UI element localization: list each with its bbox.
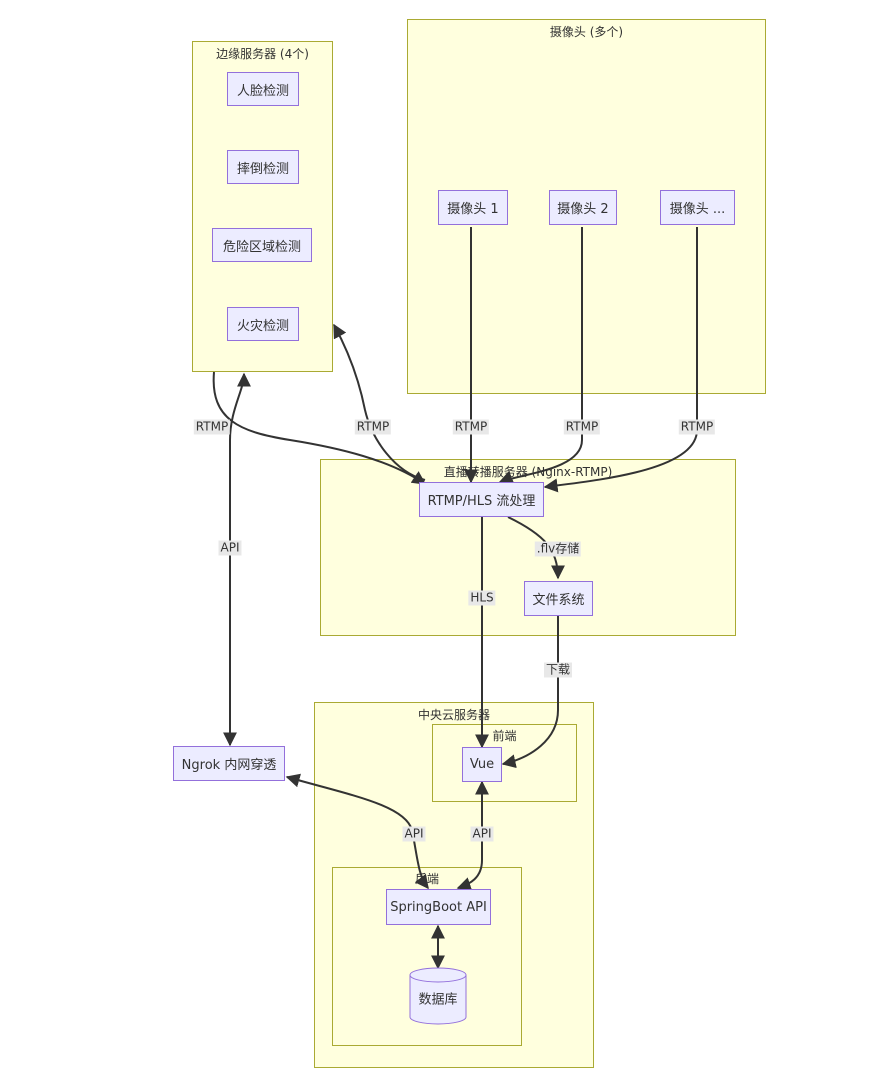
api-vue-spring-line: [456, 780, 489, 891]
camera-1-node: 摄像头 1: [438, 190, 508, 225]
edge-server-cluster-title: 边缘服务器 (4个): [216, 47, 309, 61]
cam3-to-rtmp-line: [543, 227, 698, 493]
springboot-api-node: SpringBoot API: [386, 889, 491, 925]
api-ngrok-spring-line: [285, 773, 429, 890]
cloud-server-cluster-title: 中央云服务器: [417, 708, 490, 722]
rtmp-to-fire-line: [333, 323, 426, 481]
edge-cluster-to-rtmp-line: [212, 371, 427, 485]
camera-cluster-title: 摄像头 (多个): [549, 25, 624, 39]
fire-detection-node: 火灾检测: [227, 307, 299, 341]
file-system-node: 文件系统: [524, 581, 593, 616]
camera-2-node: 摄像头 2: [549, 190, 617, 225]
edge-label-rtmp-cam1: RTMP: [452, 419, 490, 435]
edge-label-rtmp-cam3: RTMP: [678, 419, 716, 435]
api-ngrok-edge-line: [223, 372, 251, 747]
edge-label-download: 下载: [543, 662, 573, 678]
danger-zone-detection-node: 危险区域检测: [212, 228, 312, 262]
download-line: [501, 616, 559, 769]
frontend-cluster-title: 前端: [492, 729, 517, 743]
ngrok-tunnel-node: Ngrok 内网穿透: [173, 746, 285, 781]
edge-label-api-ngrok-spring: API: [402, 826, 426, 842]
vue-node: Vue: [462, 747, 502, 782]
database-label: 数据库: [418, 992, 458, 1008]
edge-label-rtmp-fire: RTMP: [354, 419, 392, 435]
database-cylinder: [409, 967, 467, 1025]
camera-more-node: 摄像头 ...: [660, 190, 735, 225]
edge-label-api-ngrok-edge: API: [218, 540, 242, 556]
edge-label-api-vue-spring: API: [470, 826, 494, 842]
face-detection-node: 人脸检测: [227, 72, 299, 106]
edge-label-rtmp-edge: RTMP: [193, 419, 231, 435]
edge-label-flv-storage: .flv存储: [534, 541, 582, 557]
rtmp-hls-processing-node: RTMP/HLS 流处理: [419, 482, 544, 517]
edge-label-rtmp-cam2: RTMP: [563, 419, 601, 435]
fall-detection-node: 摔倒检测: [227, 150, 299, 184]
stream-server-cluster-title: 直播转播服务器 (Nginx-RTMP): [443, 465, 613, 479]
cam2-to-rtmp-line: [498, 227, 583, 484]
edge-label-hls: HLS: [468, 590, 496, 606]
